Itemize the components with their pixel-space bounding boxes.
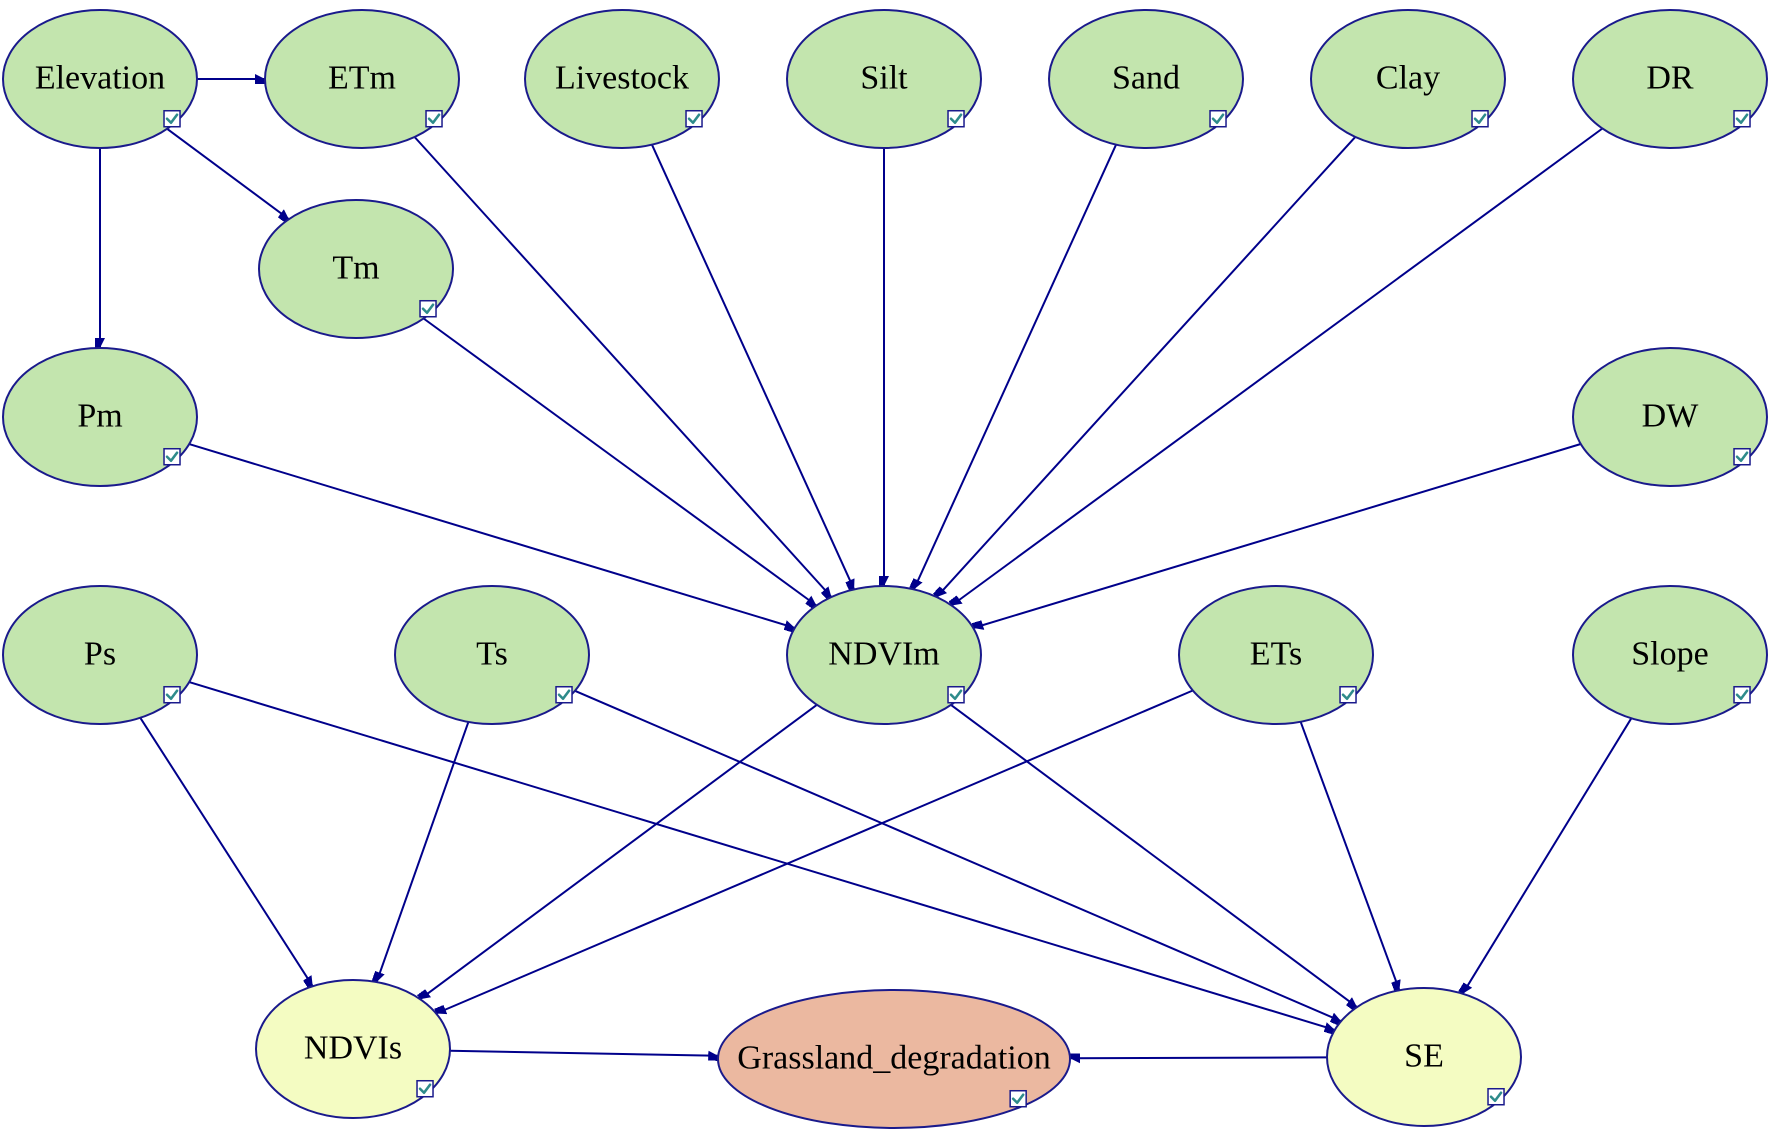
node-sand[interactable]: Sand <box>1048 9 1244 149</box>
node-etm[interactable]: ETm <box>264 9 460 149</box>
checkbox-checked-icon[interactable] <box>416 1079 434 1098</box>
node-label: Ps <box>84 636 116 673</box>
node-label: DW <box>1642 398 1700 435</box>
node-ellipse <box>264 9 460 149</box>
node-label: NDVIs <box>304 1030 402 1067</box>
node-ps[interactable]: Ps <box>2 585 198 725</box>
node-label: Slope <box>1631 636 1708 673</box>
node-grassland-degradation[interactable]: Grassland_degradation <box>717 989 1071 1129</box>
checkbox-checked-icon[interactable] <box>685 109 703 128</box>
edge-se-to-grassland_degradation <box>1070 1057 1328 1058</box>
node-slope[interactable]: Slope <box>1572 585 1768 725</box>
edge-sand-to-ndvim <box>914 144 1118 590</box>
checkbox-checked-icon[interactable] <box>1733 109 1751 128</box>
edge-elevation-to-tm <box>166 127 289 219</box>
node-pm[interactable]: Pm <box>2 347 198 487</box>
node-label: ETm <box>328 60 396 97</box>
node-tm[interactable]: Tm <box>258 199 454 339</box>
node-ellipse <box>1326 987 1522 1127</box>
edge-ts-to-se <box>574 689 1341 1021</box>
node-ndvim[interactable]: NDVIm <box>786 585 982 725</box>
checkbox-checked-icon[interactable] <box>1487 1087 1505 1106</box>
edge-ndvim-to-ndvis <box>420 703 818 999</box>
node-dw[interactable]: DW <box>1572 347 1768 487</box>
edge-ets-to-ndvis <box>436 689 1194 1015</box>
node-ellipse <box>786 9 982 149</box>
node-clay[interactable]: Clay <box>1310 9 1506 149</box>
checkbox-checked-icon[interactable] <box>1471 109 1489 128</box>
checkbox-checked-icon[interactable] <box>1733 447 1751 466</box>
edge-ps-to-ndvis <box>139 717 312 986</box>
edge-ndvis-to-grassland_degradation <box>449 1049 718 1056</box>
edge-ts-to-ndvis <box>377 721 470 982</box>
node-ellipse <box>786 585 982 725</box>
node-dr[interactable]: DR <box>1572 9 1768 149</box>
node-ellipse <box>524 9 720 149</box>
node-ellipse <box>717 989 1071 1129</box>
edge-ps-to-se <box>188 681 1335 1030</box>
node-ellipse <box>258 199 454 339</box>
node-ellipse <box>394 585 590 725</box>
node-ets[interactable]: ETs <box>1178 585 1374 725</box>
edge-livestock-to-ndvim <box>650 144 856 590</box>
node-label: Silt <box>860 60 908 97</box>
node-elevation[interactable]: Elevation <box>2 9 198 149</box>
checkbox-checked-icon[interactable] <box>1339 685 1357 704</box>
node-ts[interactable]: Ts <box>394 585 590 725</box>
edge-tm-to-ndvim <box>423 317 817 606</box>
node-ndvis[interactable]: NDVIs <box>255 979 451 1119</box>
edge-clay-to-ndvim <box>937 136 1357 597</box>
checkbox-checked-icon[interactable] <box>1209 109 1227 128</box>
node-ellipse <box>1178 585 1374 725</box>
node-ellipse <box>2 347 198 487</box>
checkbox-checked-icon[interactable] <box>1009 1089 1027 1108</box>
node-silt[interactable]: Silt <box>786 9 982 149</box>
edge-dw-to-ndvim <box>973 443 1581 628</box>
edge-pm-to-ndvim <box>188 443 795 628</box>
node-label: Pm <box>77 398 122 435</box>
node-label: DR <box>1646 60 1694 97</box>
node-ellipse <box>2 585 198 725</box>
edge-dr-to-ndvim <box>952 127 1603 606</box>
checkbox-checked-icon[interactable] <box>163 685 181 704</box>
checkbox-checked-icon[interactable] <box>947 109 965 128</box>
node-label: Tm <box>332 250 379 287</box>
node-label: Livestock <box>555 60 689 97</box>
edges-layer <box>100 79 1633 1058</box>
checkbox-checked-icon[interactable] <box>163 447 181 466</box>
node-label: NDVIm <box>828 636 939 673</box>
node-label: Grassland_degradation <box>737 1040 1050 1077</box>
checkbox-checked-icon[interactable] <box>425 109 443 128</box>
checkbox-checked-icon[interactable] <box>419 299 437 318</box>
edge-slope-to-se <box>1463 717 1633 993</box>
node-ellipse <box>1310 9 1506 149</box>
node-ellipse <box>1048 9 1244 149</box>
node-se[interactable]: SE <box>1326 987 1522 1127</box>
node-label: ETs <box>1250 636 1302 673</box>
checkbox-checked-icon[interactable] <box>555 685 573 704</box>
node-label: Sand <box>1112 60 1180 97</box>
node-label: Elevation <box>35 60 165 97</box>
node-ellipse <box>1572 9 1768 149</box>
node-ellipse <box>255 979 451 1119</box>
checkbox-checked-icon[interactable] <box>1733 685 1751 704</box>
edge-etm-to-ndvim <box>413 136 832 597</box>
node-label: Ts <box>476 636 508 673</box>
edge-ets-to-se <box>1299 721 1400 991</box>
node-ellipse <box>1572 585 1768 725</box>
node-label: Clay <box>1376 60 1440 97</box>
node-livestock[interactable]: Livestock <box>524 9 720 149</box>
node-ellipse <box>1572 347 1768 487</box>
checkbox-checked-icon[interactable] <box>947 685 965 704</box>
checkbox-checked-icon[interactable] <box>163 109 181 128</box>
node-ellipse <box>2 9 198 149</box>
edge-ndvim-to-se <box>950 704 1357 1007</box>
node-label: SE <box>1404 1038 1444 1075</box>
